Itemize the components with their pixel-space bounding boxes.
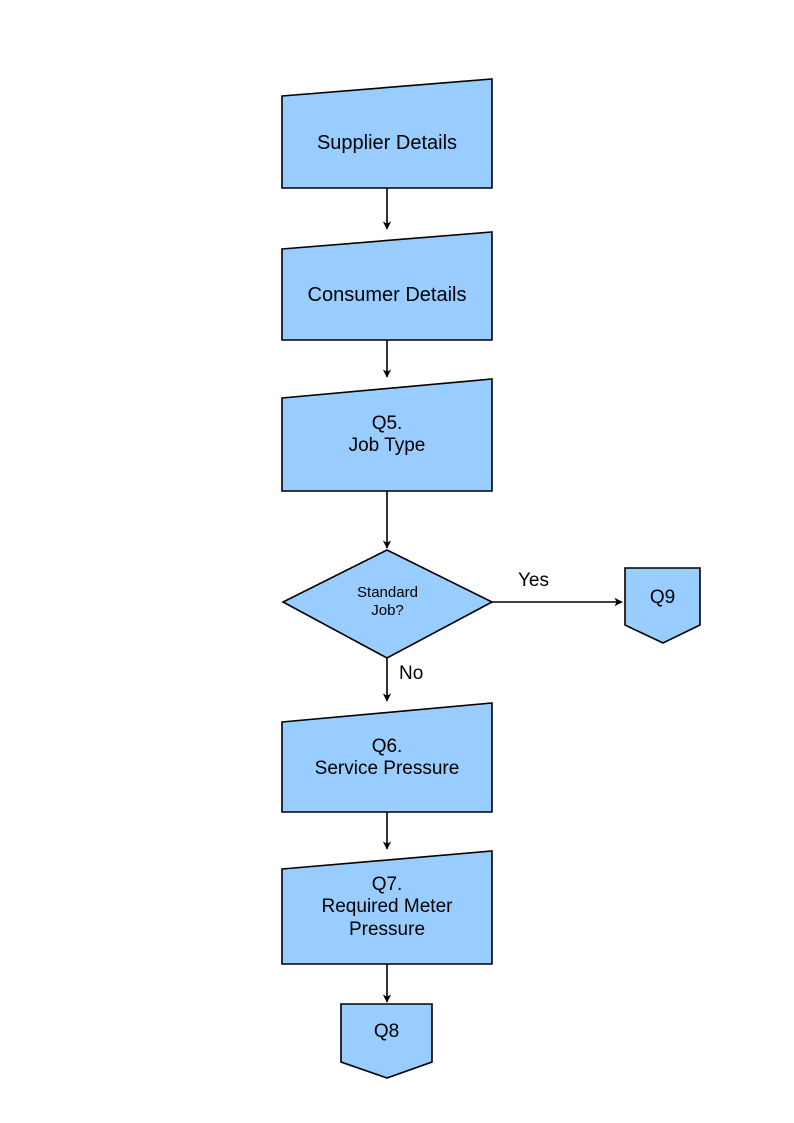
node-shape-consumer-details[interactable] <box>281 231 493 341</box>
edge-label-no: No <box>399 663 424 684</box>
node-shape-q6-service-pressure[interactable] <box>281 702 493 813</box>
node-shape-q7-required-meter-pressure[interactable] <box>281 850 493 965</box>
node-shape-standard-job-decision[interactable] <box>281 549 494 659</box>
node-shape-supplier-details[interactable] <box>281 78 493 189</box>
node-shape-q5-job-type[interactable] <box>281 378 493 492</box>
node-shape-q8-connector[interactable] <box>340 1003 433 1079</box>
node-shape-q9-connector[interactable] <box>624 567 701 644</box>
edge-label-yes: Yes <box>518 570 549 591</box>
